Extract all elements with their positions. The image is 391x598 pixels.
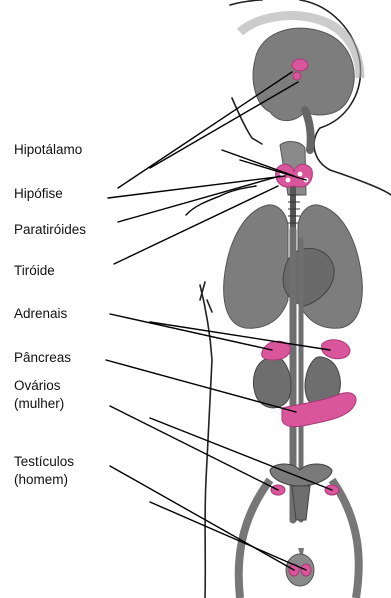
leader-ovarios-1	[110, 406, 278, 490]
leader-squiggle	[186, 186, 256, 215]
label-paratiroides: Paratiróides	[14, 221, 86, 238]
brain	[240, 16, 360, 150]
leader-testiculos-2	[150, 502, 306, 570]
adrenal-glands	[262, 340, 350, 360]
label-adrenais: Adrenais	[14, 305, 67, 322]
label-ovarios-line1: Ovários	[14, 377, 61, 394]
label-hipotalamo: Hipotálamo	[14, 141, 82, 158]
label-ovarios-line2: (mulher)	[14, 395, 64, 412]
leader-hipotalamo-2	[150, 82, 298, 168]
leader-ovarios-2	[150, 418, 332, 490]
label-hipofise: Hipófise	[14, 185, 63, 202]
label-testiculos-line2: (homem)	[14, 471, 68, 488]
label-tiroide: Tiróide	[14, 262, 55, 279]
leader-hipotalamo-1	[118, 72, 292, 188]
label-testiculos-line1: Testículos	[14, 453, 74, 470]
label-pancreas: Pâncreas	[14, 349, 71, 366]
